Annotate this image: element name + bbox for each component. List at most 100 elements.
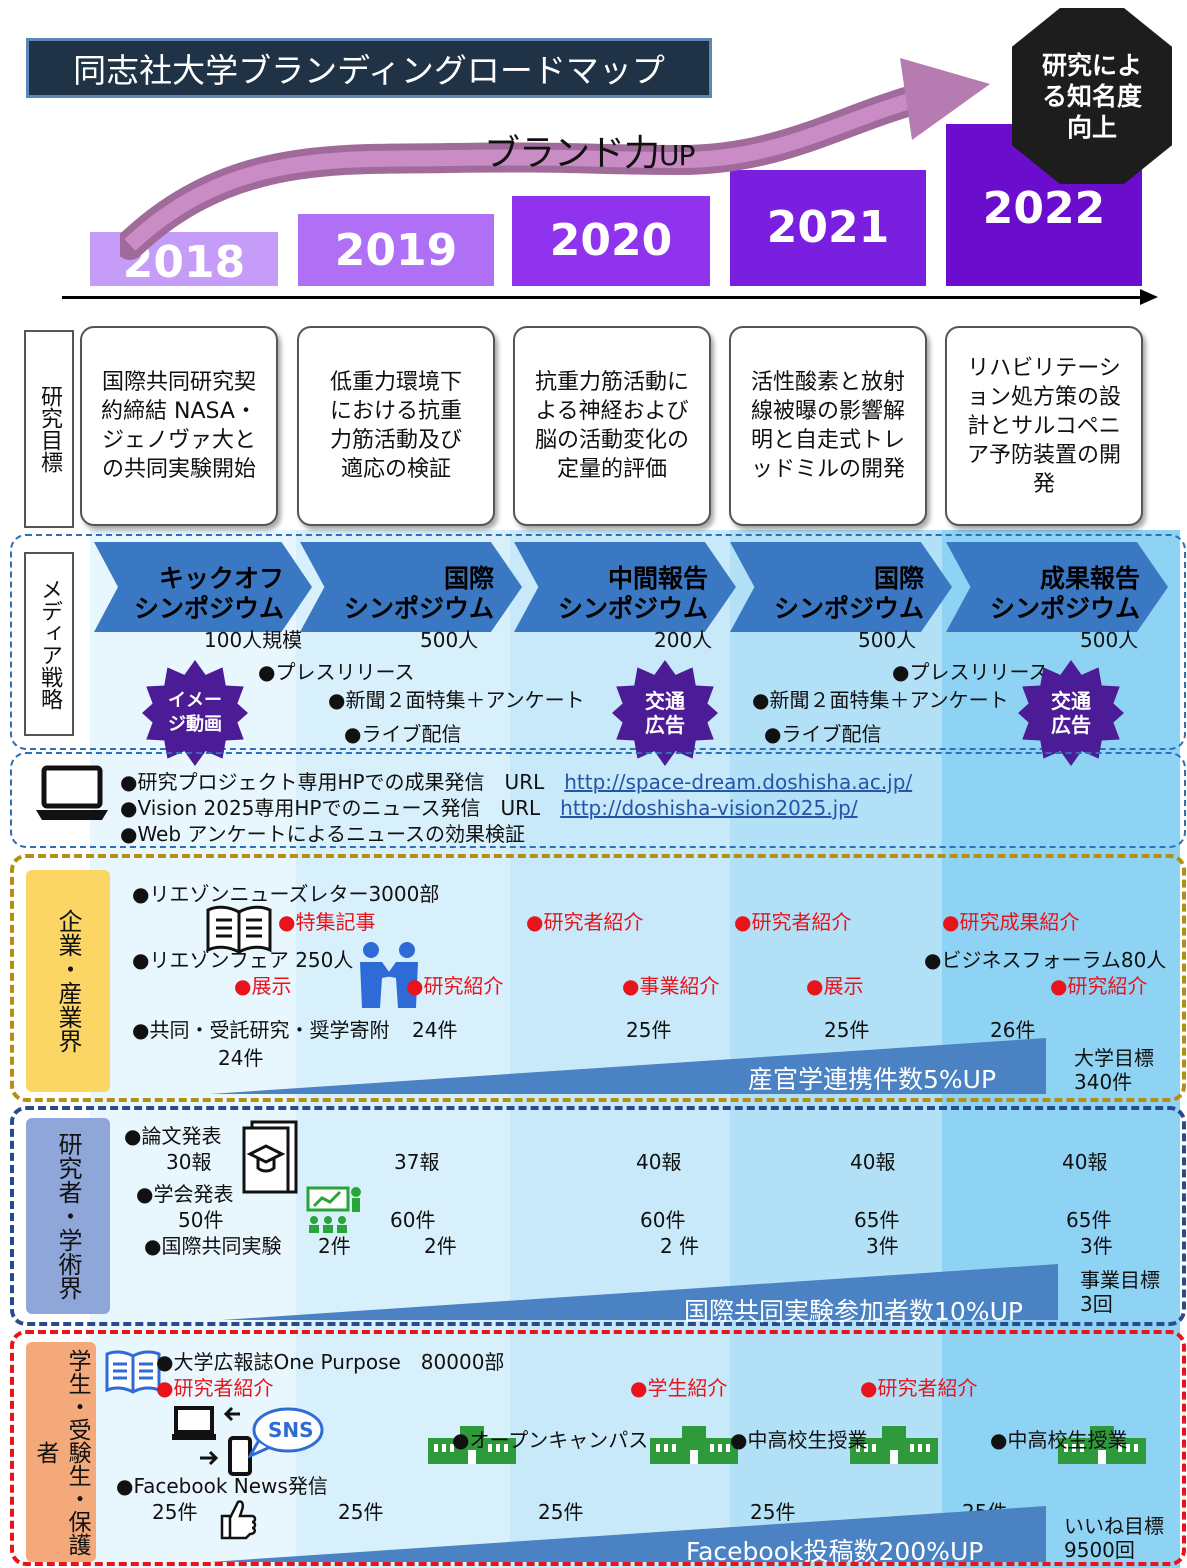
brand-up-arrow [120,58,990,260]
conference-2020: 60件 [640,1208,686,1232]
year-label: 2020 [549,215,673,266]
press-release-1: ●プレスリリース [258,660,415,684]
open-campus-item: ●オープンキャンパス [452,1428,649,1452]
chevron-line2: シンポジウム [133,594,284,623]
chevron-count-2022: 500人 [1080,628,1139,652]
exhibition-2018: ●展示 [234,974,292,998]
brand-up-label: ブランド力UP [484,124,695,176]
conference-2018: 50件 [178,1208,224,1232]
research-results-intro: ●研究成果紹介 [942,910,1080,934]
press-release-2: ●プレスリリース [892,660,1049,684]
papers-2020: 40報 [636,1150,682,1174]
newsletter-item: ●リエゾンニューズレター3000部 [132,882,440,906]
intl-experiment-2019: 2件 [424,1234,457,1258]
research-intro-2019: ●研究紹介 [406,974,504,998]
chevron-count-2021: 500人 [858,628,917,652]
conference-2022: 65件 [1066,1208,1112,1232]
magazine-icon [105,1350,161,1394]
facebook-2018: 25件 [152,1500,198,1524]
column-bg-2019 [296,530,510,1568]
media-label: メディア戦略 [24,552,74,736]
chevron-line1: 中間報告 [607,564,708,593]
research-goal-2020: 抗重力筋活動による神経および脳の活動変化の定量的評価 [513,326,711,526]
research-goal-label: 研究目標 [24,330,74,528]
student-researcher-intro-2018: ●研究者紹介 [156,1376,274,1400]
chevron-line1: 成果報告 [1039,564,1140,593]
web-line-1-text: ●研究プロジェクト専用HPでの成果発信 URL [120,770,545,794]
newspaper-1: ●新聞２面特集＋アンケート [328,688,585,712]
sns-label: SNS [268,1418,314,1442]
vision2025-link[interactable]: http://doshisha-vision2025.jp/ [560,796,858,820]
industry-wedge-label: 産官学連携件数5%UP [748,1065,997,1094]
web-line-3: ●Web アンケートによるニュースの効果検証 [120,822,526,846]
feature-article: ●特集記事 [278,910,376,934]
industry-section [10,854,1186,1102]
facebook-2021: 25件 [750,1500,796,1524]
chevron-kickoff: キックオフシンポジウム [94,542,312,632]
media-section [10,534,1186,750]
researchers-section [10,1106,1186,1326]
web-line-2-text: ●Vision 2025専用HPでのニュース発信 URL [120,796,541,820]
research-intro-2022: ●研究紹介 [1050,974,1148,998]
chevron-count-2018: 100人規模 [204,628,303,652]
chevron-line1: キックオフ [158,564,284,593]
thumbs-up-icon [220,1500,257,1540]
liaison-fair-item: ●リエゾンフェア 250人 [132,948,354,972]
school-class-item-1: ●中高校生授業 [730,1428,868,1452]
page-title: 同志社大学ブランディングロードマップ [26,38,712,98]
live-stream-1: ●ライブ配信 [344,722,462,746]
exhibition-2021: ●展示 [806,974,864,998]
brand-up-main: ブランド力 [484,133,660,174]
industry-label: 企業・産業界 [26,870,110,1092]
intl-experiment-2020: 2 件 [660,1234,700,1258]
campus-icon-3 [850,1426,938,1464]
industry-wedge [210,1038,1046,1094]
papers-label: ●論文発表 [124,1124,222,1148]
papers-2018: 30報 [166,1150,212,1174]
year-label: 2021 [766,202,890,253]
chevron-line2: シンポジウム [557,594,708,623]
researchers-target: 事業目標 3回 [1080,1268,1160,1316]
students-wedge [210,1506,1046,1562]
goal-badge: 研究による知名度向上 [1012,8,1172,184]
research-goal-2018: 国際共同研究契約締結 NASA・ジェノヴァ大との共同実験開始 [80,326,278,526]
school-class-item-2: ●中高校生授業 [990,1428,1128,1452]
joint-count-2018: 24件 [218,1046,264,1070]
brand-up-suffix: UP [659,139,695,172]
live-stream-2: ●ライブ配信 [764,722,882,746]
intl-experiment-2021: 3件 [866,1234,899,1258]
students-label: 学生・受験生・保護者 [26,1342,96,1562]
chevron-line2: シンポジウム [343,594,494,623]
year-block-2018: 2018 [90,232,278,288]
facebook-2020: 25件 [538,1500,584,1524]
intl-experiment-2018: 2件 [318,1234,351,1258]
chevron-count-2019: 500人 [420,628,479,652]
student-intro-2020: ●学生紹介 [630,1376,728,1400]
web-section [10,752,1186,848]
timeline-axis [62,296,1152,299]
joint-count-2020: 25件 [626,1018,672,1042]
year-block-2020: 2020 [512,196,710,286]
facebook-label: ●Facebook News発信 [116,1474,328,1498]
facebook-2019: 25件 [338,1500,384,1524]
chevron-final: 成果報告シンポジウム [946,542,1168,632]
papers-2021: 40報 [850,1150,896,1174]
intl-experiment-2022: 3件 [1080,1234,1113,1258]
year-block-2019: 2019 [298,214,494,286]
industry-target: 大学目標 340件 [1074,1046,1154,1094]
joint-count-2022: 26件 [990,1018,1036,1042]
devices-icon [172,1406,252,1476]
research-goal-2022: リハビリテーション処方策の設計とサルコペニア予防装置の開発 [945,326,1143,526]
magazine-item: ●大学広報誌One Purpose 80000部 [156,1350,505,1374]
intl-experiment-label: ●国際共同実験 [144,1234,282,1258]
research-goal-2019: 低重力環境下における抗重力筋活動及び適応の検証 [297,326,495,526]
laptop-icon [36,765,108,820]
timeline-arrowhead [1140,289,1158,305]
presentation-icon [306,1186,361,1233]
papers-2019: 37報 [394,1150,440,1174]
students-section [10,1330,1186,1566]
chevron-intl-2021: 国際シンポジウム [730,542,952,632]
space-dream-link[interactable]: http://space-dream.doshisha.ac.jp/ [564,770,913,794]
conference-2021: 65件 [854,1208,900,1232]
joint-count-2021: 25件 [824,1018,870,1042]
